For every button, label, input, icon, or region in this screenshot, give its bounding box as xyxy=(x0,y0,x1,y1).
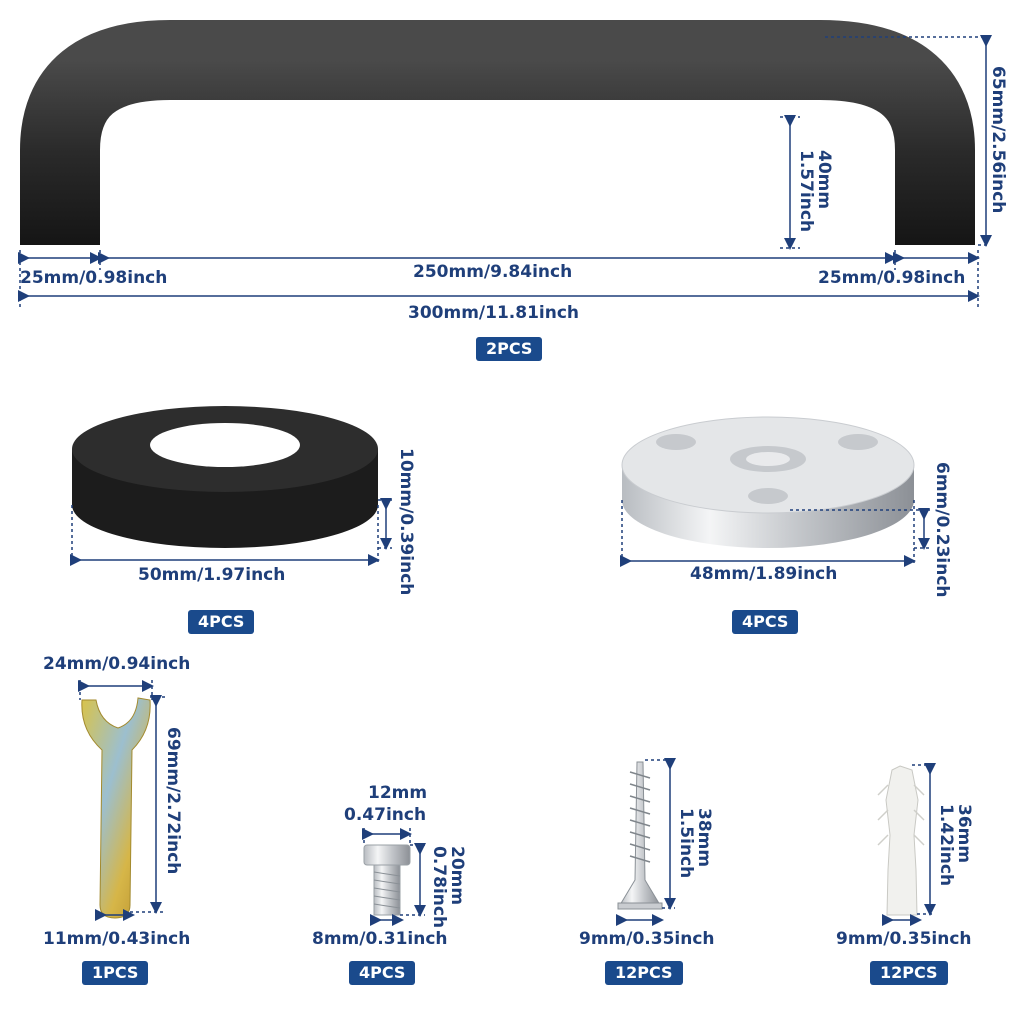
black-base-illustration xyxy=(72,406,378,548)
wrench-illustration xyxy=(81,697,151,919)
metal-plate-diameter-label: 48mm/1.89inch xyxy=(690,564,838,584)
handle-total-length-label: 300mm/11.81inch xyxy=(408,303,580,323)
black-base-diameter-label: 50mm/1.97inch xyxy=(138,565,286,585)
metal-plate-illustration xyxy=(621,416,915,548)
metal-plate-quantity-badge: 4PCS xyxy=(732,610,799,634)
metal-plate-thickness-label: 6mm/0.23inch xyxy=(932,462,952,598)
bolt-head-size-line2: 0.47inch xyxy=(344,805,427,825)
wrench-opening-label: 24mm/0.94inch xyxy=(43,654,191,674)
handle-left-end-label: 25mm/0.98inch xyxy=(20,268,168,288)
bolt-diameter-label: 8mm/0.31inch xyxy=(312,929,448,949)
screw-diameter-label: 9mm/0.35inch xyxy=(579,929,715,949)
handle-inner-height-label: 40mm 1.57inch xyxy=(796,150,834,233)
bolt-head-size-line1: 12mm xyxy=(368,783,428,803)
anchor-quantity-badge: 12PCS xyxy=(870,961,948,985)
screw-quantity-badge: 12PCS xyxy=(605,961,683,985)
handle-dimension-arrows xyxy=(18,35,992,302)
bolt-quantity-badge: 4PCS xyxy=(349,961,416,985)
black-base-thickness-label: 10mm/0.39inch xyxy=(396,448,416,596)
anchor-diameter-label: 9mm/0.35inch xyxy=(836,929,972,949)
wrench-quantity-badge: 1PCS xyxy=(82,961,149,985)
anchor-length-label: 36mm 1.42inch xyxy=(936,804,974,887)
screw-illustration xyxy=(617,761,663,910)
screw-length-label: 38mm 1.5inch xyxy=(676,808,714,879)
handle-right-end-label: 25mm/0.98inch xyxy=(818,268,966,288)
wrench-width-label: 11mm/0.43inch xyxy=(43,929,191,949)
handle-quantity-badge: 2PCS xyxy=(476,337,543,361)
handle-center-length-label: 250mm/9.84inch xyxy=(413,262,573,282)
handle-illustration xyxy=(20,20,975,245)
anchor-illustration xyxy=(877,765,925,916)
handle-total-height-label: 65mm/2.56inch xyxy=(988,66,1008,214)
black-base-quantity-badge: 4PCS xyxy=(188,610,255,634)
bolt-illustration xyxy=(363,844,411,916)
wrench-length-label: 69mm/2.72inch xyxy=(163,727,183,875)
